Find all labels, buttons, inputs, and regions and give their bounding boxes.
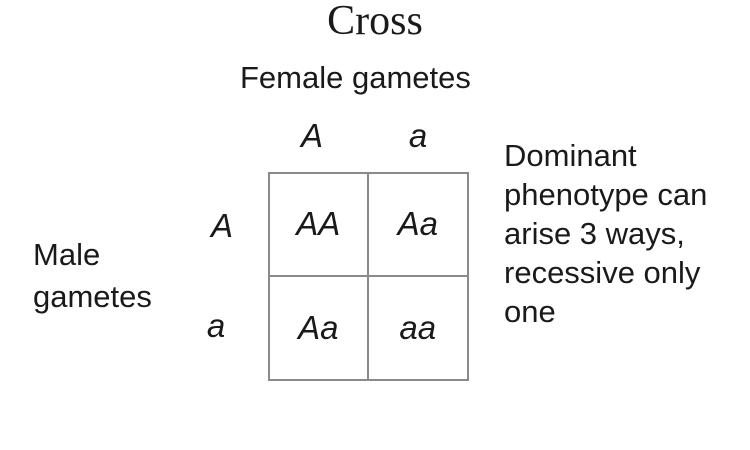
note-line-2: phenotype can	[504, 177, 708, 212]
punnett-col-header-a: a	[408, 117, 428, 154]
slide-title: Cross	[327, 0, 423, 44]
punnett-cell-AA: AA	[270, 174, 369, 277]
dominant-phenotype-note: Dominant phenotype can arise 3 ways, rec…	[504, 136, 739, 331]
male-gametes-label: Male gametes	[33, 234, 152, 318]
note-line-3: arise 3 ways,	[504, 216, 685, 251]
punnett-col-header-A: A	[300, 117, 323, 154]
female-gametes-label: Female gametes	[240, 60, 471, 95]
punnett-row-header-A: A	[210, 207, 233, 244]
note-line-1: Dominant	[504, 138, 637, 173]
note-line-5: one	[504, 294, 556, 329]
male-gametes-label-line2: gametes	[33, 279, 152, 314]
punnett-square: AA Aa Aa aa	[268, 172, 469, 381]
note-line-4: recessive only	[504, 255, 701, 290]
punnett-cell-aa: aa	[399, 308, 437, 346]
male-gametes-label-line1: Male	[33, 237, 101, 272]
punnett-row-header-a: a	[206, 307, 226, 344]
punnett-cell-Aa-top: Aa	[368, 174, 467, 277]
punnett-cell-Aa-bottom: Aa	[270, 276, 369, 379]
